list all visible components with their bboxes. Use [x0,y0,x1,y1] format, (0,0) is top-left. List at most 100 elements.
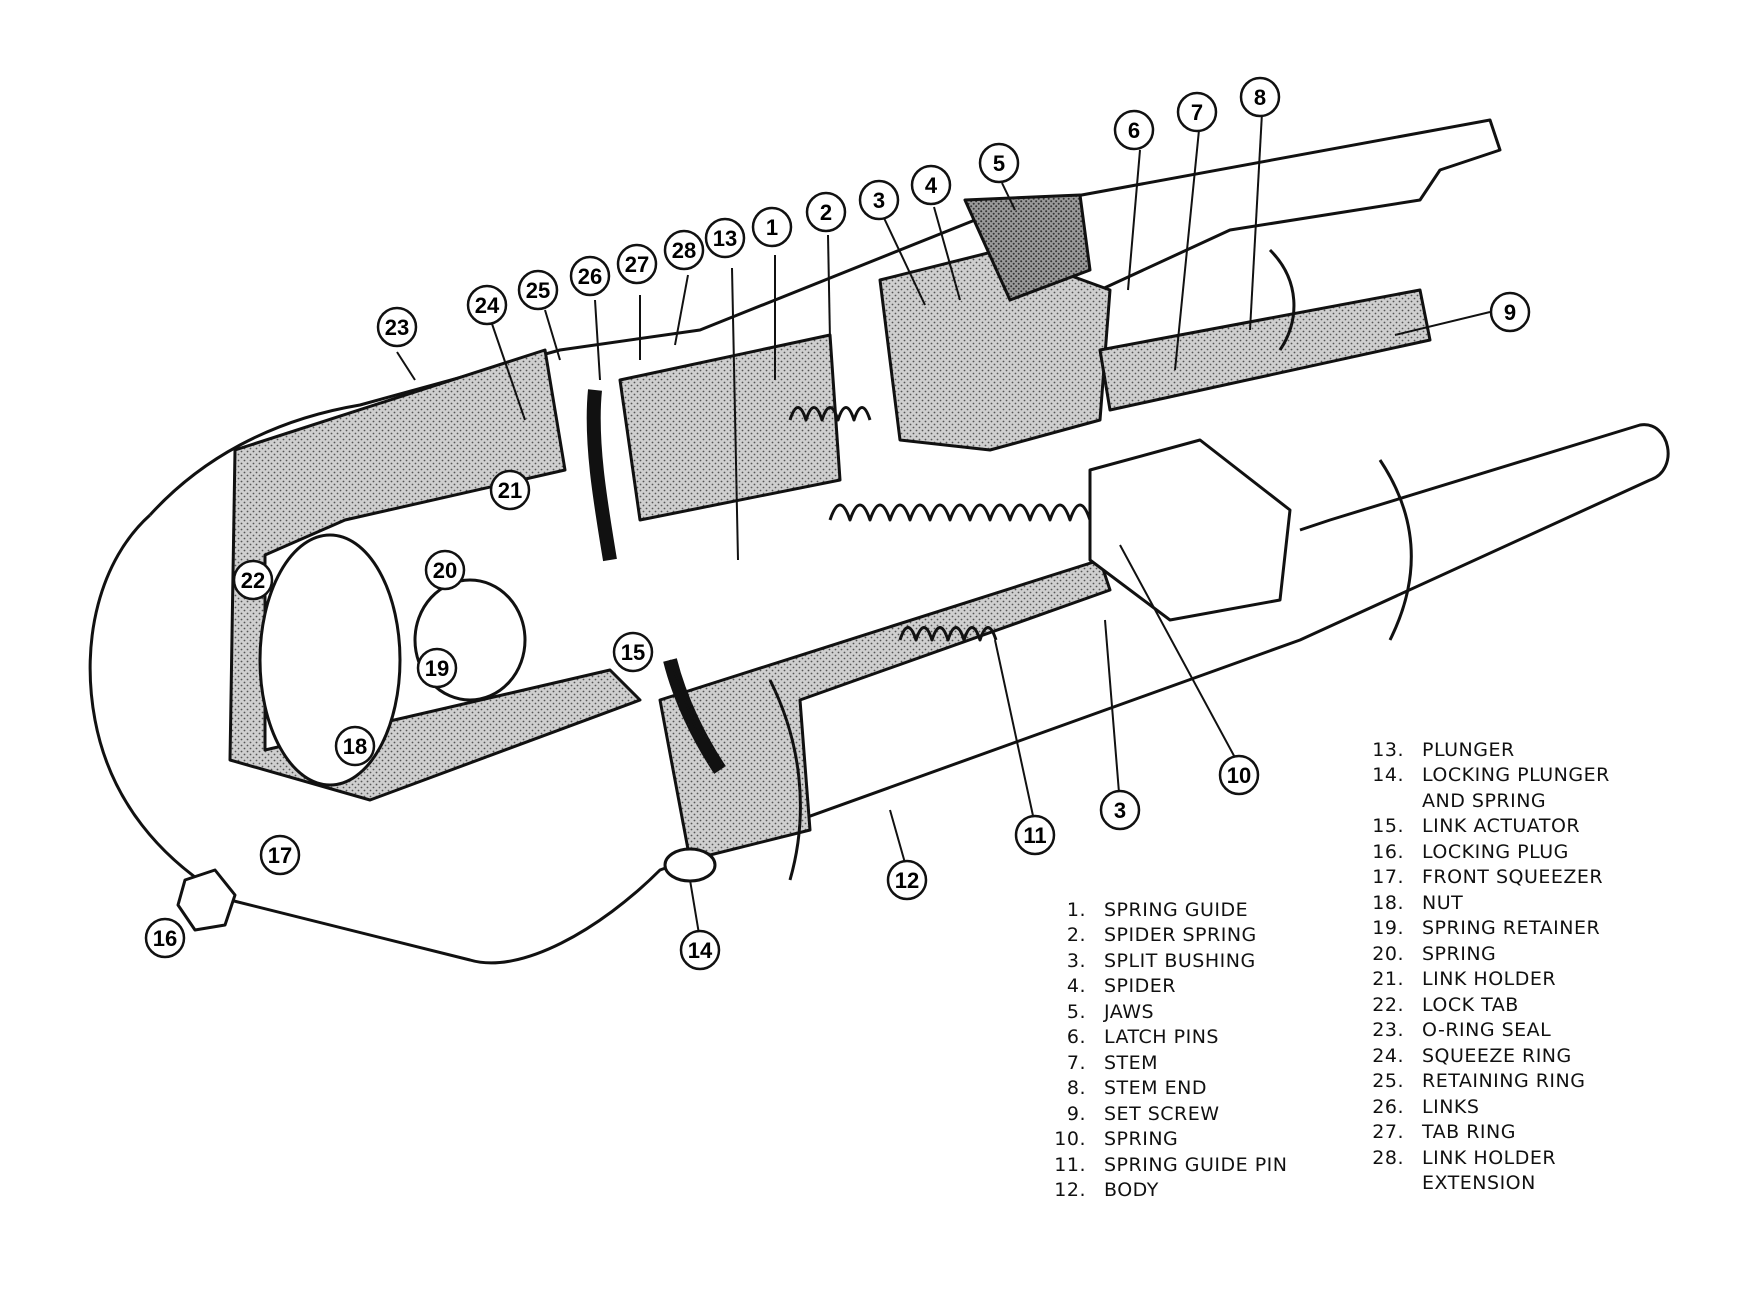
legend-entry-number: 14. [1372,764,1404,787]
legend-entry-label: STEM [1104,1051,1159,1074]
callout-13-label: 13 [713,226,737,251]
legend-entry-number: 19. [1372,917,1404,940]
callout-markers: 1 2 3 4 5 6 7 8 9 10 11 12 13 14 15 16 1… [144,76,1531,971]
legend-entry-number: 11. [1054,1153,1086,1176]
legend-entry: 4. SPIDER [1040,974,1287,1000]
legend-entry-label: AND SPRING [1422,789,1547,812]
callout-22-label: 22 [241,568,265,593]
legend-entry-label: LATCH PINS [1104,1026,1219,1049]
legend-entry: 17. FRONT SQUEEZER [1358,865,1610,891]
spring-guide-spring [898,626,998,642]
locking-plug [176,868,237,932]
legend-entry-label: SPIDER SPRING [1104,924,1257,947]
legend-entry-label: PLUNGER [1422,738,1515,761]
callout-5: 5 [978,142,1020,184]
callout-12-label: 12 [895,868,919,893]
callout-1-label: 1 [766,215,778,240]
callout-24-label: 24 [475,293,500,318]
legend-entry-number: 7. [1066,1051,1086,1074]
legend-entry-label: LINK ACTUATOR [1422,815,1581,838]
callout-12: 12 [886,859,928,901]
callout-14-label: 14 [688,938,713,963]
callout-17: 17 [259,834,301,876]
legend-entry: AND SPRING [1358,788,1610,814]
legend-entry: 21.LINK HOLDER [1358,967,1610,993]
legend-entry-number: 2. [1066,924,1086,947]
callout-1: 1 [751,206,793,248]
legend-entry-label: NUT [1422,891,1464,914]
legend-entry-label: O-RING SEAL [1422,1019,1552,1042]
legend-entry-label: LOCKING PLUG [1422,840,1569,863]
shaft-spring [828,503,1132,522]
callout-10-label: 10 [1227,763,1251,788]
legend-entry-label: FRONT SQUEEZER [1422,866,1604,889]
callout-10: 10 [1218,754,1260,796]
callout-28: 28 [663,229,705,271]
legend-entry-number: 22. [1372,993,1404,1016]
legend-entry-number: 3. [1066,949,1086,972]
legend-entry-number: 24. [1372,1044,1404,1067]
legend-entry: 16.LOCKING PLUG [1358,839,1610,865]
callout-22: 22 [232,559,274,601]
legend-entry-number: 5. [1066,1000,1086,1023]
legend-entry-number: 8. [1066,1077,1086,1100]
legend-entry-number: 6. [1066,1026,1086,1049]
assembly-outline [88,118,1670,965]
legend-entry-number: 26. [1372,1095,1404,1118]
legend-entry-number: 18. [1372,891,1404,914]
legend-entry: 9. SET SCREW [1040,1101,1287,1127]
callout-3-top-label: 3 [873,188,885,213]
front-squeezer-section [228,348,642,802]
legend-entry: 25.RETAINING RING [1358,1069,1610,1095]
callout-14: 14 [679,929,721,971]
legend-entry-label: SPRING [1422,942,1497,965]
legend-entry-label: LINKS [1422,1095,1480,1118]
locking-plunger [663,847,717,883]
legend-entry: 13. PLUNGER [1358,737,1610,763]
legend-entry-number: 9. [1066,1102,1086,1125]
callout-8: 8 [1239,76,1281,118]
callout-15: 15 [612,631,654,673]
legend-entry: 7. STEM [1040,1050,1287,1076]
callout-20-label: 20 [433,558,457,583]
legend-entry: 5. JAWS [1040,999,1287,1025]
legend-entry-label: EXTENSION [1422,1172,1536,1195]
legend-entry-label: JAWS [1104,1000,1155,1023]
callout-9: 9 [1489,291,1531,333]
plunger-section [618,333,842,522]
callout-27-label: 27 [625,252,649,277]
nut-block [1088,438,1292,622]
legend-entry-number: 13. [1372,738,1404,761]
spider-section [878,248,1112,452]
callout-24: 24 [466,284,508,326]
legend-entry-label: LOCKING PLUNGER [1422,764,1610,787]
link-upper [586,389,617,562]
legend-entry: 8.STEM END [1040,1076,1287,1102]
callout-2-label: 2 [820,200,832,225]
legend-entry-label: SET SCREW [1104,1102,1220,1125]
legend-entry: 18. NUT [1358,890,1610,916]
legend-entry-number: 10. [1054,1128,1086,1151]
legend-entry-number: 17. [1372,866,1404,889]
callout-6-label: 6 [1128,118,1140,143]
callout-18: 18 [334,725,376,767]
callout-8-label: 8 [1254,85,1266,110]
legend-entry-number: 4. [1066,975,1086,998]
callout-27: 27 [616,243,658,285]
legend-entry: 11.SPRING GUIDE PIN [1040,1152,1287,1178]
callout-3-top: 3 [858,179,900,221]
legend-entry: 10.SPRING [1040,1127,1287,1153]
spider-spring [788,406,872,422]
callout-13: 13 [704,217,746,259]
jaws [963,193,1092,302]
legend-entry-label: SPIDER [1104,975,1176,998]
legend-entry-number: 20. [1372,942,1404,965]
legend-entry-label: LINK HOLDER [1422,1146,1557,1169]
callout-26-label: 26 [578,264,602,289]
legend-entry-number: 21. [1372,968,1404,991]
legend-entry: 6. LATCH PINS [1040,1025,1287,1051]
callout-4-label: 4 [925,173,938,198]
